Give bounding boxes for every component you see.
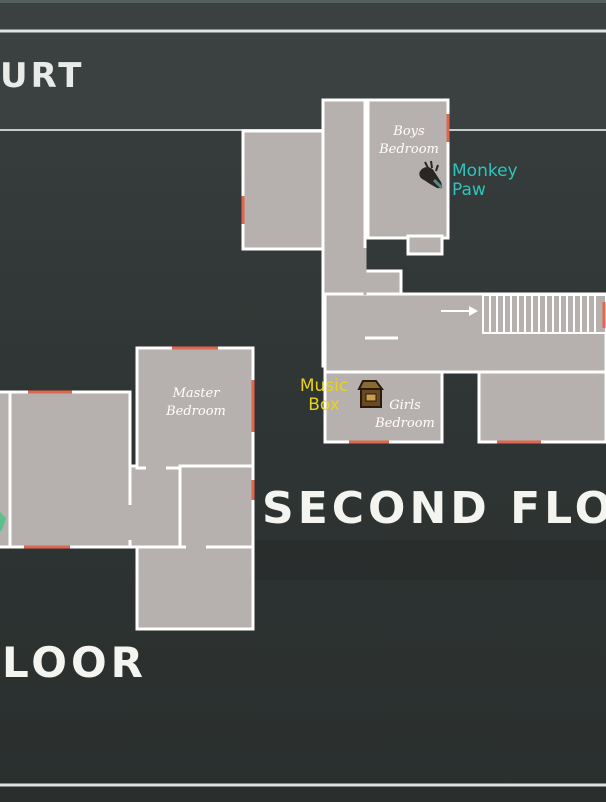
room-hall-nook	[363, 269, 403, 297]
monkey-paw-icon[interactable]	[419, 160, 444, 190]
room-first-left	[8, 390, 132, 549]
second-floor-windows	[241, 114, 606, 444]
room-boys-closet	[406, 234, 444, 256]
room-first-bottom	[135, 545, 255, 631]
floor-title-shadow	[255, 540, 606, 580]
first-floor-plan	[0, 346, 255, 631]
leaf-icon	[0, 512, 6, 532]
stair-steps	[489, 296, 596, 332]
first-floor-windows	[24, 346, 255, 549]
room-lower-right	[477, 370, 606, 444]
room-first-middle	[178, 464, 255, 549]
top-edge	[0, 0, 606, 3]
music-box-icon[interactable]	[357, 380, 384, 408]
second-floor-plan	[241, 98, 606, 444]
stairs-direction-arrow	[441, 306, 478, 316]
room-upper-left	[241, 129, 325, 251]
room-master-bedroom	[135, 346, 255, 470]
room-boys-bedroom	[366, 98, 450, 240]
room-first-connector	[128, 464, 182, 549]
room-girls-bedroom	[323, 370, 444, 444]
header-band	[0, 0, 606, 130]
